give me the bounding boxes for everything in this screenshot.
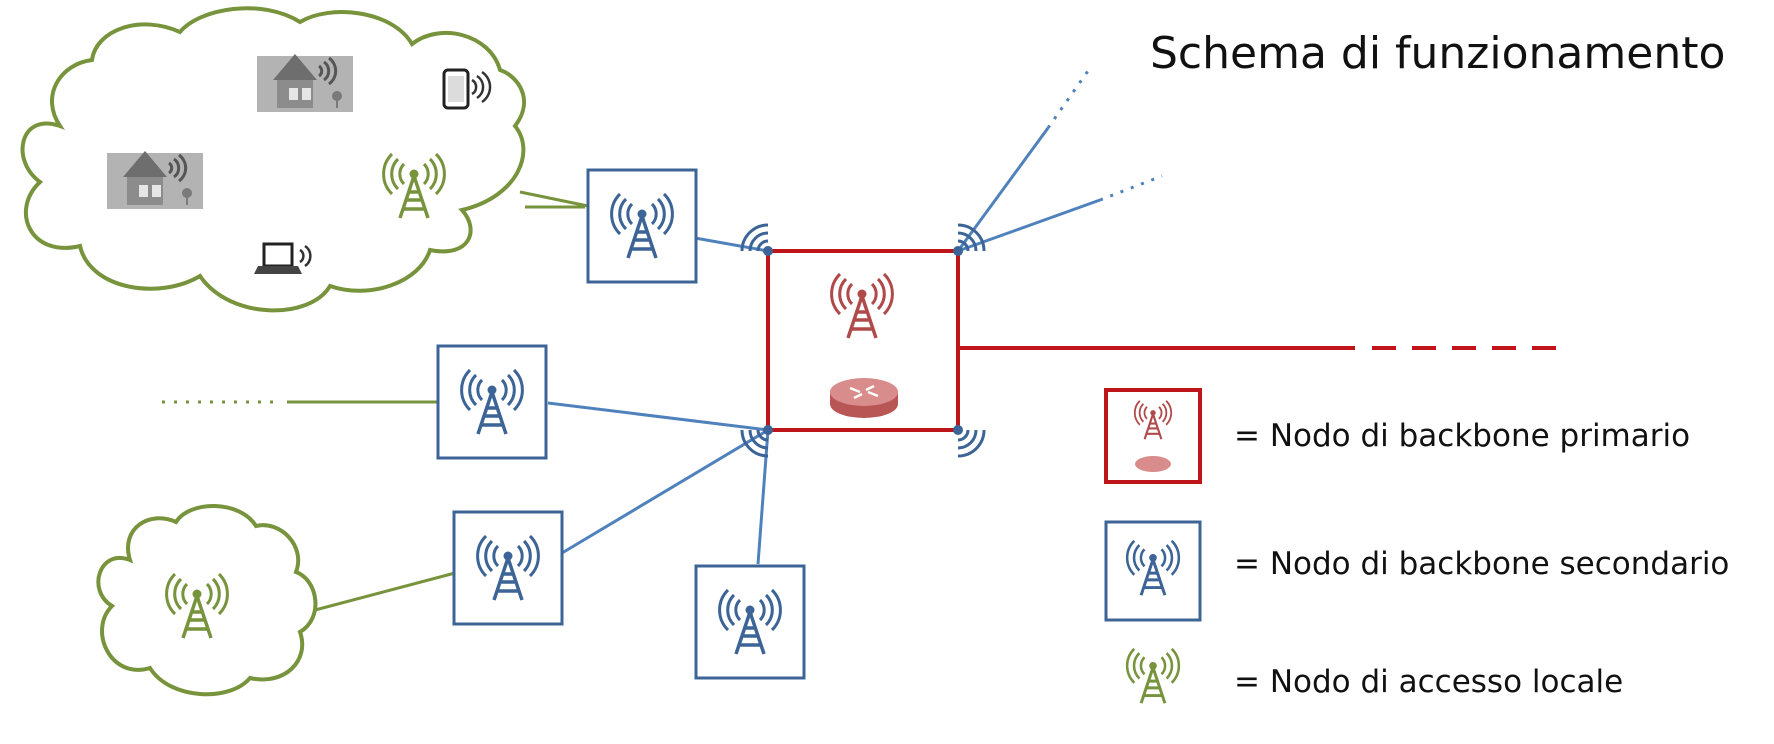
legend-symbol-primary <box>1104 388 1202 484</box>
secondary-backbone-node <box>452 510 564 626</box>
legend-symbol-secondary <box>1104 520 1202 622</box>
secondary-backbone-node <box>694 564 806 680</box>
local-network-cloud-large <box>20 6 526 313</box>
wifi-icon <box>956 428 986 458</box>
house-icon <box>105 149 205 211</box>
legend-label-primary: = Nodo di backbone primario <box>1234 418 1691 454</box>
secondary-backbone-node <box>436 344 548 460</box>
primary-backbone-node <box>740 223 986 458</box>
local-network-cloud-small <box>96 504 318 697</box>
legend-symbol-local <box>1125 647 1181 705</box>
house-icon <box>255 52 355 114</box>
legend-label-secondary: = Nodo di backbone secondario <box>1234 546 1730 582</box>
legend-label-local: = Nodo di accesso locale <box>1234 664 1624 700</box>
router-icon <box>830 378 898 418</box>
tablet-icon <box>442 68 492 110</box>
secondary-backbone-node <box>586 168 698 284</box>
diagram-title: Schema di funzionamento <box>1150 28 1726 79</box>
laptop-icon <box>254 242 312 274</box>
